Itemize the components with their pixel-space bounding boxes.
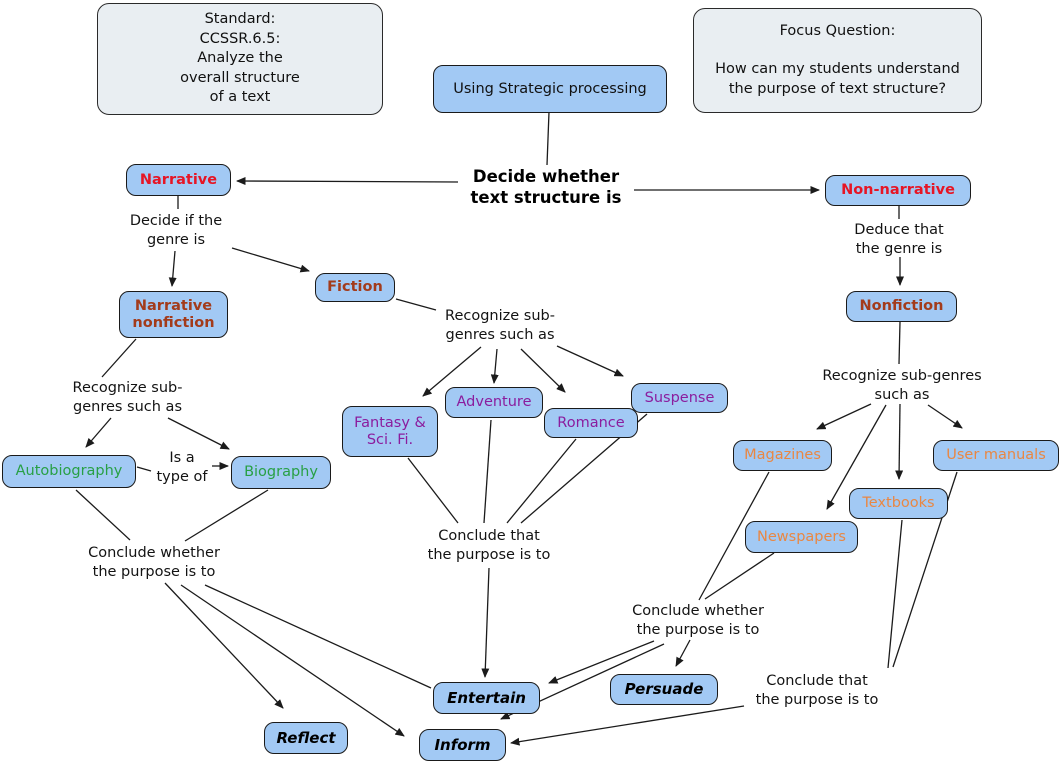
- label-line: Conclude whether: [88, 545, 220, 561]
- label-line: Conclude whether: [632, 603, 764, 619]
- label-line: Recognize sub-: [72, 380, 183, 396]
- label-conclude-that-right[interactable]: Conclude that the purpose is to: [745, 672, 889, 709]
- node-narrative[interactable]: Narrative: [126, 164, 231, 196]
- label-line: the purpose is to: [92, 563, 216, 580]
- node-entertain[interactable]: Entertain: [433, 682, 540, 714]
- label-decide-whether[interactable]: Decide whether text structure is: [450, 166, 642, 208]
- label-conclude-whether-left[interactable]: Conclude whether the purpose is to: [77, 544, 231, 581]
- standard-line: overall structure: [180, 69, 300, 86]
- label-line: Deduce that: [854, 222, 944, 238]
- label-line: Recognize sub-: [445, 308, 555, 324]
- focus-question-title: Focus Question:: [779, 22, 896, 39]
- label-line: genres such as: [445, 326, 555, 343]
- node-adventure[interactable]: Adventure: [445, 387, 543, 418]
- node-romance[interactable]: Romance: [544, 408, 638, 438]
- standard-line: of a text: [209, 89, 271, 106]
- node-fantasy-scifi[interactable]: Fantasy & Sci. Fi.: [342, 406, 438, 457]
- focus-question-line: How can my students understand: [715, 61, 960, 78]
- label-line: genres such as: [73, 398, 182, 415]
- node-line: Sci. Fi.: [366, 431, 414, 448]
- label-recognize-subgenres-right[interactable]: Recognize sub-genres such as: [806, 367, 998, 404]
- label-line: the purpose is to: [427, 546, 551, 563]
- label-line: Recognize sub-genres: [822, 368, 982, 384]
- node-line: Fantasy &: [354, 414, 426, 431]
- label-line: Conclude that: [438, 528, 540, 544]
- label-line: type of: [156, 468, 208, 485]
- standard-line: Standard:: [204, 11, 276, 28]
- label-is-a-type-of[interactable]: Is a type of: [150, 449, 214, 486]
- node-line: nonfiction: [132, 314, 215, 331]
- node-narrative-nonfiction[interactable]: Narrative nonfiction: [119, 291, 228, 338]
- label-line: Is a: [169, 450, 195, 466]
- label-recognize-subgenres-left[interactable]: Recognize sub- genres such as: [60, 379, 195, 416]
- label-line: Decide if the: [129, 213, 223, 229]
- focus-question-box[interactable]: Focus Question: How can my students unde…: [693, 8, 982, 113]
- label-line: such as: [874, 386, 930, 403]
- node-nonfiction[interactable]: Nonfiction: [846, 291, 957, 322]
- node-fiction[interactable]: Fiction: [315, 273, 395, 302]
- node-reflect[interactable]: Reflect: [264, 722, 348, 754]
- label-line: genre is: [146, 231, 206, 248]
- label-recognize-subgenres-center[interactable]: Recognize sub- genres such as: [432, 307, 568, 344]
- label-line: the purpose is to: [755, 691, 879, 708]
- label-line: the genre is: [855, 240, 943, 257]
- standard-info-box[interactable]: Standard: CCSSR.6.5: Analyze the overall…: [97, 3, 383, 115]
- node-textbooks[interactable]: Textbooks: [849, 488, 948, 519]
- node-magazines[interactable]: Magazines: [733, 440, 832, 471]
- label-conclude-that-center[interactable]: Conclude that the purpose is to: [420, 527, 558, 564]
- label-line: Conclude that: [766, 673, 868, 689]
- node-line: Narrative: [134, 297, 213, 314]
- node-non-narrative[interactable]: Non-narrative: [825, 175, 971, 206]
- label-decide-if-genre[interactable]: Decide if the genre is: [115, 212, 237, 249]
- focus-question-line: the purpose of text structure?: [728, 80, 947, 97]
- node-biography[interactable]: Biography: [231, 456, 331, 489]
- label-line: text structure is: [470, 188, 622, 207]
- node-autobiography[interactable]: Autobiography: [2, 455, 136, 488]
- label-conclude-whether-right[interactable]: Conclude whether the purpose is to: [621, 602, 775, 639]
- standard-line: CCSSR.6.5:: [199, 30, 281, 47]
- standard-line: Analyze the: [197, 50, 283, 67]
- node-user-manuals[interactable]: User manuals: [933, 440, 1059, 471]
- label-line: the purpose is to: [636, 621, 760, 638]
- node-using-strategic-processing[interactable]: Using Strategic processing: [433, 65, 667, 113]
- node-newspapers[interactable]: Newspapers: [745, 521, 858, 553]
- label-line: Decide whether: [472, 167, 620, 186]
- node-inform[interactable]: Inform: [419, 729, 506, 761]
- node-persuade[interactable]: Persuade: [610, 674, 718, 705]
- label-deduce-that-genre[interactable]: Deduce that the genre is: [843, 221, 955, 258]
- node-suspense[interactable]: Suspense: [631, 383, 728, 413]
